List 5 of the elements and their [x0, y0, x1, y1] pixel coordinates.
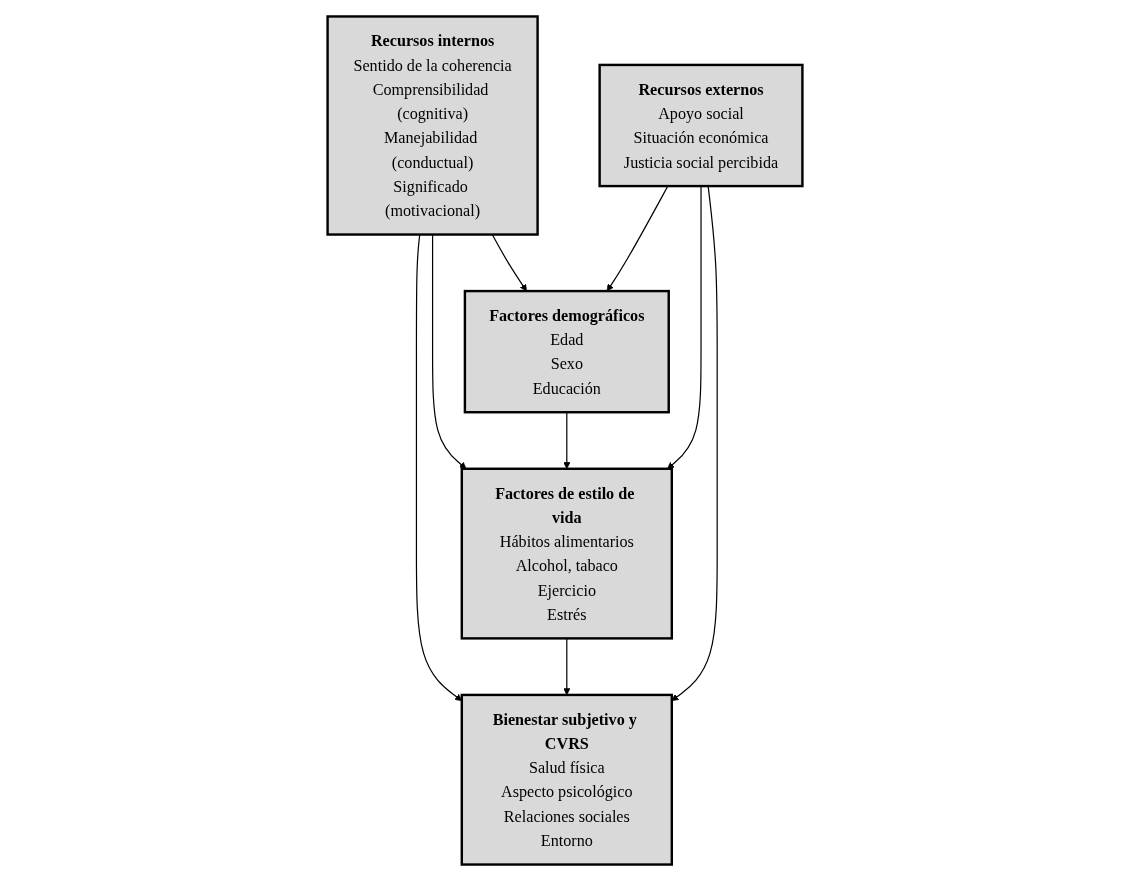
node-box: Recursos internos Sentido de la coherencia Comprensibilidad (cognitiva) Manejabilidad (conductual) Significado (motivacional): [326, 15, 539, 236]
node-box: Factores demográficos Edad Sexo Educación: [463, 289, 670, 414]
node-box: Bienestar subjetivo y CVRS Salud física Aspecto psicológico Relaciones sociales Entorno: [460, 693, 673, 866]
node-box: Recursos externos Apoyo social Situación económica Justicia social percibida: [598, 63, 804, 188]
node-box: Factores de estilo de vida Hábitos alimentarios Alcohol, tabaco Ejercicio Estrés: [460, 467, 673, 640]
